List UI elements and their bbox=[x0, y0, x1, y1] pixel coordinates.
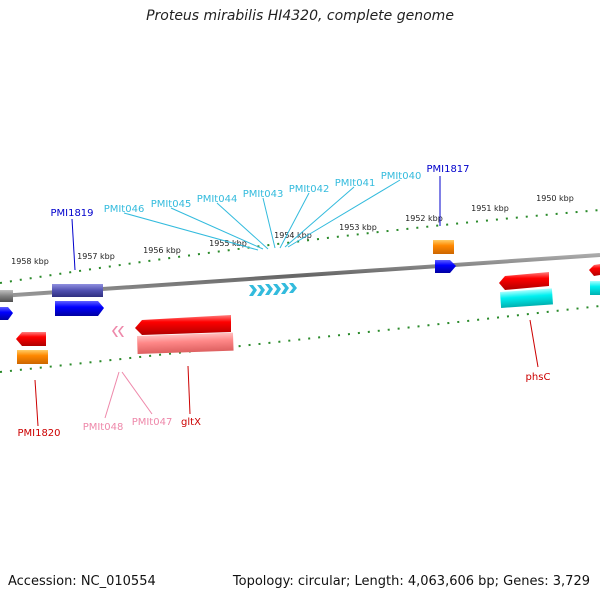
label-pmit044: PMIt044 bbox=[197, 194, 238, 205]
gene-glyph-left-grey bbox=[0, 290, 13, 302]
accession-text: Accession: NC_010554 bbox=[8, 574, 156, 589]
label-pmit041: PMIt041 bbox=[335, 178, 376, 189]
label-gltx: gltX bbox=[181, 417, 201, 428]
outer-ruler bbox=[0, 209, 600, 284]
gene-glyph-pmi1819-b bbox=[55, 301, 104, 316]
gene-glyph-gltx-b bbox=[137, 332, 234, 354]
callout-line-pmit048 bbox=[104, 371, 120, 419]
trna-arrow-4 bbox=[273, 284, 281, 295]
trna-arrows bbox=[249, 283, 297, 296]
ruler-label-1955: 1955 kbp bbox=[209, 239, 247, 248]
gene-glyph-pmi1817-b bbox=[435, 260, 456, 273]
outer-ruler-track bbox=[0, 209, 600, 284]
label-pmit048: PMIt048 bbox=[83, 422, 124, 433]
ruler-label-1953: 1953 kbp bbox=[339, 223, 377, 232]
callout-line-pmit040 bbox=[287, 179, 401, 248]
gene-glyph-pmi1820-b bbox=[17, 350, 48, 364]
trna-arrow-6 bbox=[289, 283, 297, 293]
gene-glyphs bbox=[0, 240, 600, 364]
ruler-label-1956: 1956 kbp bbox=[143, 246, 181, 255]
callout-line-pmi1819 bbox=[71, 218, 76, 271]
gene-glyph-phsc-b bbox=[500, 288, 553, 308]
label-pmi1817: PMI1817 bbox=[426, 164, 469, 175]
gene-glyph-gltx-a bbox=[135, 315, 231, 335]
gene-glyph-right-cyan bbox=[590, 281, 600, 295]
label-pmit043: PMIt043 bbox=[243, 189, 284, 200]
ruler-label-1957: 1957 kbp bbox=[77, 252, 115, 261]
ruler-labels: 1950 kbp 1951 kbp 1952 kbp 1953 kbp 1954… bbox=[11, 194, 574, 266]
ruler-label-1951: 1951 kbp bbox=[471, 204, 509, 213]
gene-glyph-pmi1819-a bbox=[52, 284, 103, 297]
inner-ruler-track bbox=[0, 305, 600, 373]
pink-arrow-1 bbox=[112, 326, 118, 337]
trna-arrow-5 bbox=[281, 283, 289, 294]
callout-line-gltx bbox=[187, 365, 191, 415]
callout-lines bbox=[34, 176, 539, 427]
feature-labels: PMI1817 PMIt040 PMIt041 PMIt042 PMIt043 … bbox=[17, 164, 550, 439]
callout-line-pmi1820 bbox=[34, 379, 39, 427]
callout-line-pmit043 bbox=[262, 197, 276, 249]
inner-ruler bbox=[0, 305, 600, 373]
trna-arrow-1 bbox=[249, 285, 257, 296]
label-pmi1819: PMI1819 bbox=[50, 208, 93, 219]
label-pmit046: PMIt046 bbox=[104, 204, 145, 215]
label-phsc: phsC bbox=[526, 372, 551, 383]
label-pmit045: PMIt045 bbox=[151, 199, 192, 210]
label-pmit042: PMIt042 bbox=[289, 184, 330, 195]
callout-line-pmit042 bbox=[279, 192, 310, 249]
ruler-label-1958: 1958 kbp bbox=[11, 257, 49, 266]
gene-glyph-phsc-a bbox=[499, 272, 549, 290]
pmit047-048-arrows bbox=[112, 326, 124, 337]
topology-text: Topology: circular; Length: 4,063,606 bp… bbox=[232, 574, 590, 589]
gene-glyph-pmi1817-a bbox=[433, 240, 454, 254]
ruler-label-1952: 1952 kbp bbox=[405, 214, 443, 223]
gene-glyph-right-red bbox=[589, 264, 600, 276]
label-pmit047: PMIt047 bbox=[132, 417, 173, 428]
callout-line-pmit041 bbox=[284, 186, 355, 248]
callout-line-pmit045 bbox=[170, 207, 264, 250]
ruler-label-1954: 1954 kbp bbox=[274, 231, 312, 240]
pink-arrow-2 bbox=[118, 326, 124, 337]
gene-glyph-pmi1820-a bbox=[16, 332, 46, 346]
genome-title: Proteus mirabilis HI4320, complete genom… bbox=[146, 8, 454, 24]
trna-arrow-3 bbox=[265, 284, 273, 295]
trna-arrow-2 bbox=[257, 285, 265, 296]
callout-line-phsc bbox=[529, 319, 539, 368]
label-pmit040: PMIt040 bbox=[381, 171, 422, 182]
callout-line-pmit046 bbox=[123, 212, 259, 251]
callout-line-pmit047 bbox=[121, 371, 153, 415]
callout-line-pmit044 bbox=[216, 202, 269, 250]
ruler-label-1950: 1950 kbp bbox=[536, 194, 574, 203]
label-pmi1820: PMI1820 bbox=[17, 428, 60, 439]
gene-glyph-left-blue bbox=[0, 307, 13, 320]
